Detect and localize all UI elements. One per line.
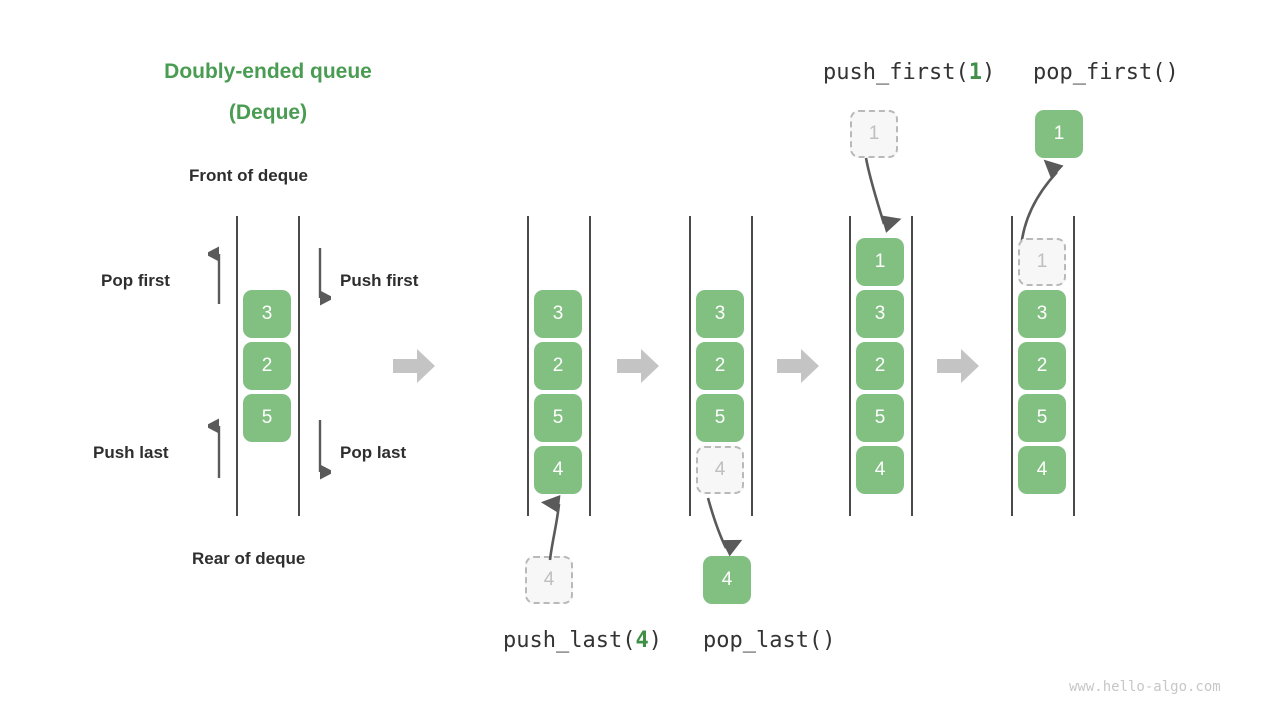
deque-element: 3: [856, 290, 904, 338]
deque-element: 5: [243, 394, 291, 442]
push-last-operation-label: push_last(4): [503, 628, 662, 653]
front-of-deque-label: Front of deque: [189, 166, 308, 185]
incoming-element-ghost: 1: [850, 110, 898, 158]
deque-rail-left: [849, 216, 851, 516]
pop-first-connector-arrow-icon: [1019, 159, 1064, 249]
deque-element: 2: [534, 342, 582, 390]
deque-rail-right: [589, 216, 591, 516]
deque-element: 3: [1018, 290, 1066, 338]
diagram-title-line1: Doubly-ended queue: [164, 60, 372, 83]
push-last-arrow-icon: [208, 418, 221, 478]
deque-rail-right: [1073, 216, 1075, 516]
push-first-arrow-icon: [318, 248, 331, 306]
deque-element: 2: [1018, 342, 1066, 390]
popped-element: 1: [1035, 110, 1083, 158]
push-first-connector-arrow-icon: [864, 157, 902, 233]
deque-element: 1: [856, 238, 904, 286]
deque-element: 5: [1018, 394, 1066, 442]
deque-element: 3: [534, 290, 582, 338]
push-first-fn-name: push_first(: [823, 60, 969, 85]
popped-element: 4: [703, 556, 751, 604]
pop-last-connector-arrow-icon: [706, 497, 743, 557]
pop-first-arrow-icon: [208, 246, 221, 304]
deque-rail-left: [527, 216, 529, 516]
push-last-arg: 4: [635, 628, 649, 653]
deque-rail-right: [751, 216, 753, 516]
deque-element: 5: [856, 394, 904, 442]
push-last-close: ): [648, 628, 662, 653]
pop-first-label: Pop first: [101, 271, 170, 290]
legend-rail-right: [298, 216, 300, 516]
outgoing-element-ghost: 4: [696, 446, 744, 494]
transition-arrow-icon: [777, 349, 819, 383]
deque-element: 4: [856, 446, 904, 494]
deque-element: 2: [243, 342, 291, 390]
push-first-operation-label: push_first(1): [823, 60, 995, 85]
diagram-title-line2: (Deque): [228, 101, 308, 124]
transition-arrow-icon: [393, 349, 435, 383]
transition-arrow-icon: [937, 349, 979, 383]
pop-last-label: Pop last: [340, 443, 407, 462]
rear-of-deque-label: Rear of deque: [192, 549, 306, 568]
pop-first-operation-label: pop_first(): [1033, 60, 1179, 85]
deque-element: 4: [534, 446, 582, 494]
deque-element: 2: [696, 342, 744, 390]
deque-element: 3: [696, 290, 744, 338]
incoming-element-ghost: 4: [525, 556, 573, 604]
push-first-arg: 1: [968, 60, 982, 85]
push-last-fn-name: push_last(: [503, 628, 636, 653]
deque-element: 2: [856, 342, 904, 390]
outgoing-element-ghost: 1: [1018, 238, 1066, 286]
legend-rail-left: [236, 216, 238, 516]
watermark: www.hello-algo.com: [1069, 679, 1221, 695]
deque-rail-left: [689, 216, 691, 516]
push-last-label: Push last: [93, 443, 169, 462]
deque-element: 3: [243, 290, 291, 338]
push-last-connector-arrow-icon: [540, 494, 561, 561]
pop-last-operation-label: pop_last(): [703, 628, 836, 653]
deque-element: 5: [534, 394, 582, 442]
deque-element: 4: [1018, 446, 1066, 494]
push-first-close: ): [981, 60, 996, 85]
push-first-label: Push first: [340, 271, 419, 290]
transition-arrow-icon: [617, 349, 659, 383]
deque-rail-left: [1011, 216, 1013, 516]
pop-last-arrow-icon: [318, 420, 331, 480]
deque-rail-right: [911, 216, 913, 516]
deque-element: 5: [696, 394, 744, 442]
